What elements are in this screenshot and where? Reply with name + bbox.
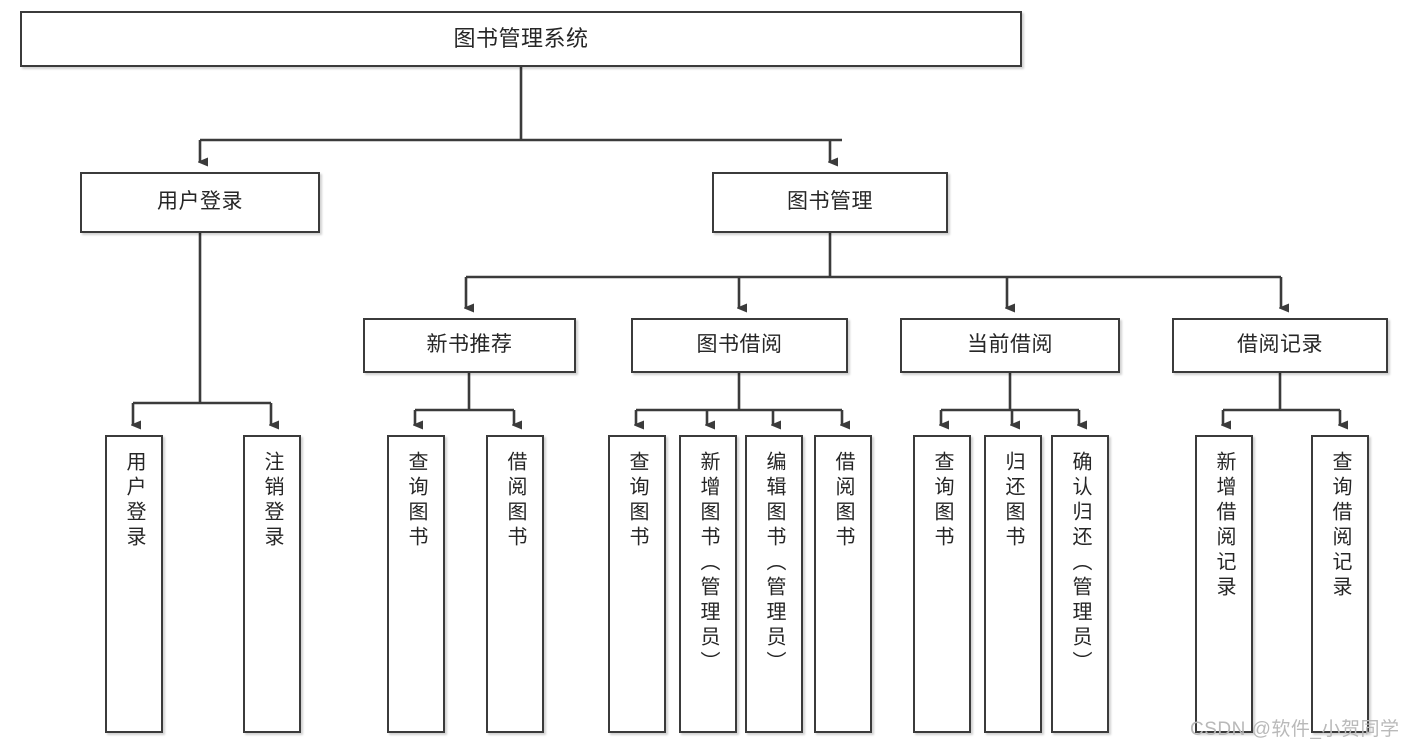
node-leaf-borrow-book-2-label: 借阅图书: [832, 451, 854, 551]
node-root-label: 图书管理系统: [453, 26, 589, 52]
node-leaf-query-book-2-label: 查询图书: [626, 451, 648, 551]
node-leaf-user-login-label: 用户登录: [123, 451, 145, 551]
node-leaf-query-book-3[interactable]: 查询图书: [913, 435, 971, 733]
node-leaf-borrow-book-1-label: 借阅图书: [504, 451, 526, 551]
node-leaf-borrow-book-2[interactable]: 借阅图书: [814, 435, 872, 733]
node-book-manage-label: 图书管理: [787, 190, 873, 214]
node-book-manage[interactable]: 图书管理: [712, 172, 948, 233]
node-leaf-confirm-return[interactable]: 确认归还（管理员）: [1051, 435, 1109, 733]
node-leaf-add-record[interactable]: 新增借阅记录: [1195, 435, 1253, 733]
node-leaf-query-book-2[interactable]: 查询图书: [608, 435, 666, 733]
node-user-login[interactable]: 用户登录: [80, 172, 320, 233]
node-leaf-add-book-label: 新增图书（管理员）: [697, 451, 719, 676]
node-book-borrow-label: 图书借阅: [696, 333, 783, 357]
node-leaf-query-book-1-label: 查询图书: [405, 451, 427, 551]
node-borrow-record[interactable]: 借阅记录: [1172, 318, 1388, 373]
node-leaf-logout[interactable]: 注销登录: [243, 435, 301, 733]
node-leaf-user-login[interactable]: 用户登录: [105, 435, 163, 733]
node-book-borrow[interactable]: 图书借阅: [631, 318, 848, 373]
node-current-borrow[interactable]: 当前借阅: [900, 318, 1120, 373]
node-leaf-query-record-label: 查询借阅记录: [1329, 451, 1351, 601]
node-leaf-query-book-1[interactable]: 查询图书: [387, 435, 445, 733]
node-leaf-add-record-label: 新增借阅记录: [1213, 451, 1235, 601]
node-current-borrow-label: 当前借阅: [967, 333, 1053, 357]
node-leaf-query-record[interactable]: 查询借阅记录: [1311, 435, 1369, 733]
node-leaf-edit-book-label: 编辑图书（管理员）: [763, 451, 785, 676]
node-new-book-recommend-label: 新书推荐: [426, 333, 513, 357]
node-leaf-add-book[interactable]: 新增图书（管理员）: [679, 435, 737, 733]
node-leaf-borrow-book-1[interactable]: 借阅图书: [486, 435, 544, 733]
csdn-watermark: CSDN @软件_小贺同学: [1190, 719, 1400, 740]
node-leaf-edit-book[interactable]: 编辑图书（管理员）: [745, 435, 803, 733]
node-leaf-return-book[interactable]: 归还图书: [984, 435, 1042, 733]
node-leaf-query-book-3-label: 查询图书: [931, 451, 953, 551]
node-root[interactable]: 图书管理系统: [20, 11, 1022, 67]
node-leaf-logout-label: 注销登录: [261, 451, 283, 551]
node-leaf-return-book-label: 归还图书: [1002, 451, 1024, 551]
node-user-login-label: 用户登录: [157, 190, 243, 214]
node-leaf-confirm-return-label: 确认归还（管理员）: [1069, 451, 1091, 676]
node-new-book-recommend[interactable]: 新书推荐: [363, 318, 576, 373]
node-borrow-record-label: 借阅记录: [1237, 333, 1323, 357]
